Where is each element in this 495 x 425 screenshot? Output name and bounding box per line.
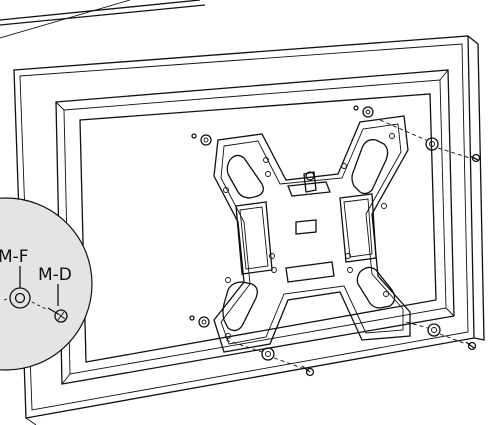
washers-and-screws — [189, 105, 481, 377]
callout-screw-head — [54, 309, 68, 323]
washer-bottom-center — [261, 347, 275, 361]
washer-top-right — [362, 106, 374, 118]
washer-bottom-left — [198, 316, 210, 328]
tv-back-panel — [13, 35, 485, 425]
washer-bottom-right — [427, 323, 441, 337]
detail-callout: M-F M-D — [0, 197, 93, 371]
washer-top-left — [200, 134, 212, 146]
washer-right-upper — [425, 137, 439, 151]
label-m-f: M-F — [0, 247, 29, 267]
screw-bottom-right — [467, 341, 477, 351]
wall-edge — [0, 0, 206, 39]
mounting-plate — [213, 115, 411, 353]
label-m-d: M-D — [38, 265, 72, 285]
callout-circle — [0, 197, 93, 371]
screw-right-upper — [471, 153, 481, 163]
screw-bottom-center — [305, 367, 315, 377]
